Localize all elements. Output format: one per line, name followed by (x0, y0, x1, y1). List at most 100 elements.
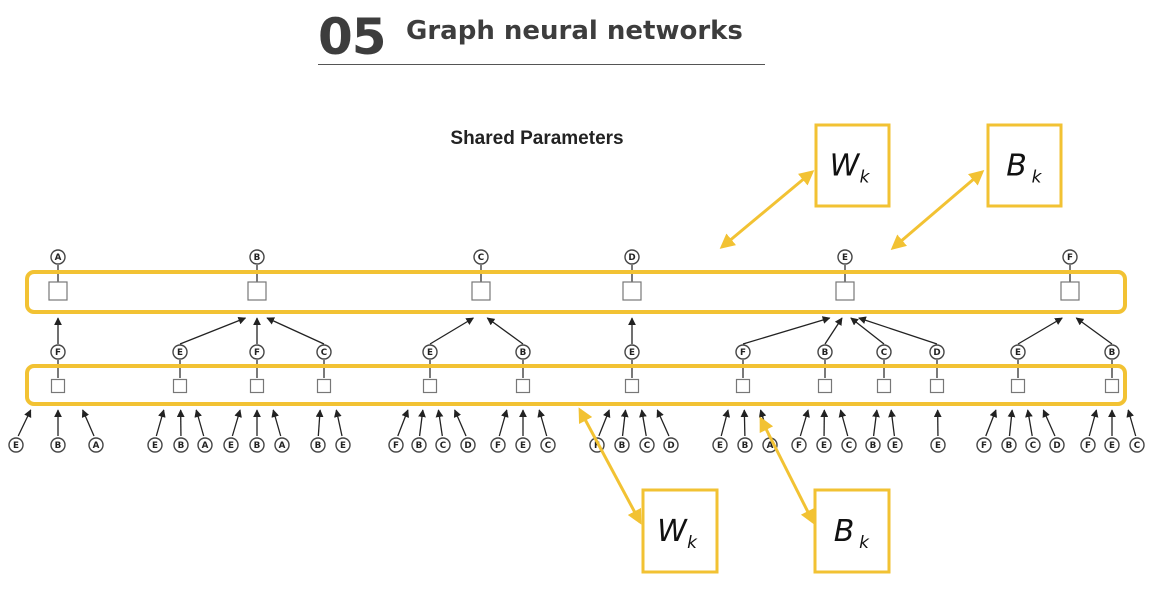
mid-node-F: F (50, 344, 66, 360)
bottom-node-E-label: E (152, 441, 158, 451)
weight-link-bottom (578, 407, 642, 525)
bottom-node-E: E (930, 437, 946, 453)
bottom-node-F: F (976, 437, 992, 453)
bottom-to-mid-arrow (838, 409, 849, 437)
mid-node-F-label: F (740, 348, 746, 358)
mid-aggregator-box (172, 378, 188, 394)
bottom-node-F: F (388, 437, 404, 453)
mid-node-B-circle (1104, 344, 1120, 360)
mid-to-top-arrow (486, 317, 524, 345)
bottom-to-mid-arrow (315, 409, 324, 437)
bottom-node-C-circle (540, 437, 556, 453)
mid-node-F: F (249, 344, 265, 360)
bottom-to-mid-arrow (435, 409, 444, 437)
mid-layer-highlight (25, 364, 1127, 406)
bottom-node-B: B (310, 437, 326, 453)
mid-node-E-label: E (1015, 348, 1021, 358)
mid-node-E-label: E (177, 348, 183, 358)
mid-node-B-label: B (1109, 348, 1116, 358)
bottom-node-D-label: D (667, 441, 674, 451)
bottom-to-mid-arrow (231, 409, 242, 437)
bottom-to-mid-arrow (985, 409, 997, 437)
bottom-node-F-circle (490, 437, 506, 453)
bottom-to-mid-arrow (1126, 409, 1137, 437)
mid-aggregator-box (515, 378, 531, 394)
bottom-node-E-label: E (1109, 441, 1115, 451)
bottom-node-E: E (223, 437, 239, 453)
bottom-node-E-label: E (892, 441, 898, 451)
bottom-node-B-label: B (742, 441, 749, 451)
bottom-node-E: E (515, 437, 531, 453)
mid-node-D-circle (929, 344, 945, 360)
bottom-node-B-circle (865, 437, 881, 453)
bottom-to-mid-arrow (872, 409, 880, 437)
mid-aggregator-box (817, 378, 833, 394)
top-node-D: D (624, 249, 640, 265)
mid-aggregator-box (624, 378, 640, 394)
bottom-node-B-label: B (416, 441, 423, 451)
bottom-to-mid-arrow (639, 409, 647, 437)
bottom-node-B-label: B (1006, 441, 1013, 451)
mid-node-B: B (515, 344, 531, 360)
header-divider (318, 64, 765, 65)
top-node-E-label: E (842, 253, 848, 263)
bottom-to-mid-arrow (418, 409, 426, 437)
mid-to-top-arrow (742, 316, 831, 345)
mid-node-E: E (172, 344, 188, 360)
bias-param-bottom-frame (813, 488, 891, 574)
bottom-node-C: C (540, 437, 556, 453)
section-header: 05 Graph neural networks (318, 4, 765, 68)
mid-node-E: E (624, 344, 640, 360)
bias-link-top (890, 170, 985, 250)
bottom-node-E-label: E (821, 441, 827, 451)
bottom-node-F: F (791, 437, 807, 453)
bottom-node-A-label: A (279, 441, 286, 451)
bottom-node-B-circle (249, 437, 265, 453)
bottom-node-C: C (435, 437, 451, 453)
mid-node-B: B (1104, 344, 1120, 360)
bottom-node-D-circle (460, 437, 476, 453)
mid-node-C-label: C (881, 348, 887, 358)
mid-aggregator-box (422, 378, 438, 394)
mid-node-E-circle (422, 344, 438, 360)
bottom-node-B-label: B (315, 441, 322, 451)
bottom-node-D-label: D (1053, 441, 1060, 451)
bottom-node-B-circle (310, 437, 326, 453)
bottom-node-F-circle (388, 437, 404, 453)
bottom-node-E: E (712, 437, 728, 453)
bottom-node-E-circle (147, 437, 163, 453)
bias-param-top-subscript: k (1032, 168, 1043, 188)
mid-node-B-circle (515, 344, 531, 360)
mid-aggregator-box (316, 378, 332, 394)
bottom-to-mid-arrow (271, 409, 282, 437)
top-aggregator-box (835, 281, 855, 301)
bottom-node-C: C (639, 437, 655, 453)
section-number: 05 (318, 8, 387, 66)
bottom-node-D: D (460, 437, 476, 453)
bottom-node-B-label: B (55, 441, 62, 451)
mid-node-F-circle (735, 344, 751, 360)
bottom-node-D: D (1049, 437, 1065, 453)
bottom-to-mid-arrow (1007, 409, 1016, 437)
mid-to-top-arrow (179, 316, 247, 345)
bottom-node-E-label: E (228, 441, 234, 451)
weight-param-top-frame (814, 123, 891, 208)
bottom-to-mid-arrow (1025, 409, 1033, 437)
bottom-node-B-circle (411, 437, 427, 453)
bottom-node-B-circle (173, 437, 189, 453)
mid-node-E-label: E (629, 348, 635, 358)
top-node-F-circle (1062, 249, 1078, 265)
diagram-subtitle: Shared Parameters (450, 128, 624, 149)
bottom-node-C: C (1129, 437, 1145, 453)
bottom-node-D-circle (663, 437, 679, 453)
bottom-node-F-circle (1080, 437, 1096, 453)
mid-to-top-arrow (429, 317, 475, 345)
mid-node-F-label: F (254, 348, 260, 358)
bottom-node-D: D (663, 437, 679, 453)
weight-param-top-subscript: k (860, 168, 871, 188)
top-node-B-circle (249, 249, 265, 265)
mid-node-F: F (735, 344, 751, 360)
mid-node-F-label: F (55, 348, 61, 358)
